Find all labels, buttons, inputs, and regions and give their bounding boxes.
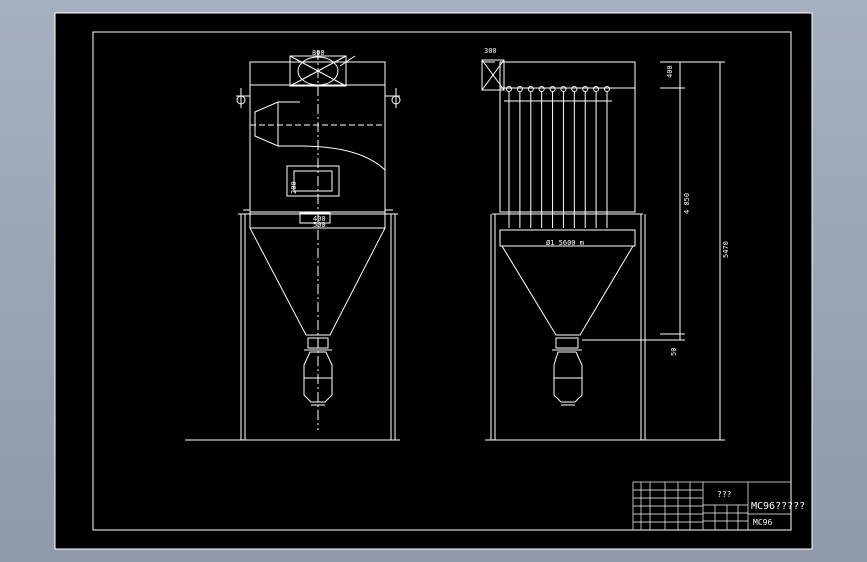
right-view — [481, 59, 725, 441]
dim-inlet-width-2: 500 — [313, 221, 326, 229]
bag-spec-label: Ø1 5600 m — [546, 239, 584, 247]
bag-nozzle — [527, 86, 534, 92]
bag-nozzle — [582, 86, 589, 92]
bag-nozzle — [593, 86, 600, 92]
drawing-title: MC96????? — [751, 501, 805, 512]
bag-nozzle — [549, 86, 556, 92]
dim-total-height: 5470 — [722, 241, 730, 258]
dim-top-height: 400 — [666, 65, 674, 78]
left-view — [185, 50, 401, 441]
right-dust-bin — [553, 351, 583, 403]
dim-bag-length: 4 050 — [683, 193, 691, 214]
drawing-border — [92, 31, 792, 531]
left-hopper — [249, 227, 386, 336]
drawing-sheet — [54, 12, 813, 550]
title-block-center: ??? — [717, 490, 732, 499]
drawing-code: MC96 — [753, 518, 772, 527]
right-hopper — [501, 245, 634, 336]
dim-left-top-width: 800 — [312, 49, 325, 57]
bag-nozzle — [560, 86, 567, 92]
dim-inlet-height: 200 — [290, 181, 298, 194]
access-door — [286, 165, 340, 197]
left-dust-bin — [303, 351, 333, 403]
bag-nozzle — [516, 86, 523, 92]
dim-right-top-width: 300 — [484, 47, 497, 55]
bag-nozzle — [571, 86, 578, 92]
dim-outlet-height: 50 — [670, 348, 678, 356]
title-block — [632, 481, 792, 531]
bag-nozzle — [538, 86, 545, 92]
bag-nozzle — [506, 86, 512, 92]
dim-inlet-width-1: 400 — [313, 215, 326, 223]
filter-bags — [504, 86, 612, 228]
bag-nozzle — [604, 86, 610, 92]
right-body — [499, 61, 636, 213]
